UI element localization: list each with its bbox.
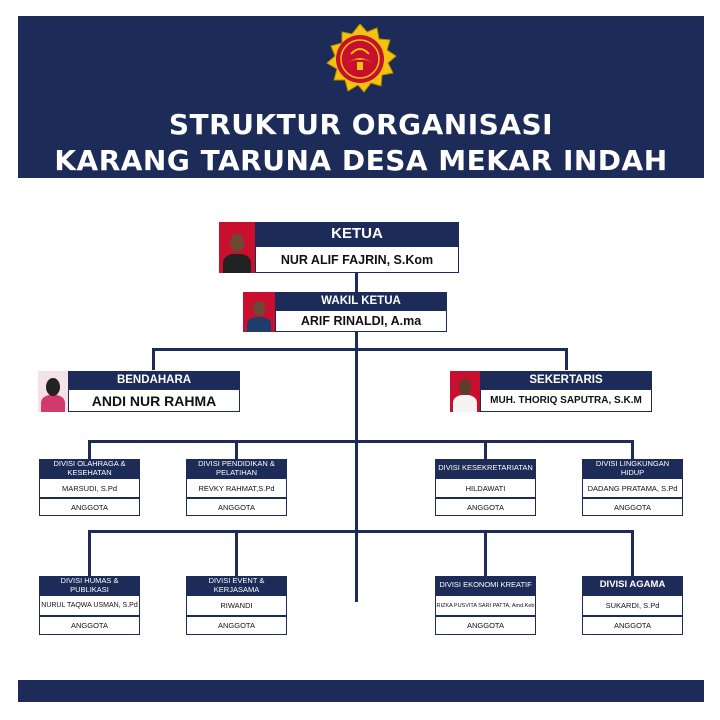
division-member: ANGGOTA	[186, 616, 287, 635]
connector-div6	[235, 530, 238, 576]
connector-h-level3	[88, 530, 634, 533]
division-title: DIVISI PENDIDIKAN & PELATIHAN	[186, 459, 287, 478]
sekertaris-name: MUH. THORIQ SAPUTRA, S.K.M	[480, 389, 652, 412]
wakil-ketua-photo	[243, 292, 275, 332]
ketua-name: NUR ALIF FAJRIN, S.Kom	[255, 246, 459, 273]
connector-div7	[484, 530, 487, 576]
connector-main-trunk	[355, 330, 358, 602]
connector-h-level1	[152, 348, 568, 351]
division-name: RIWANDI	[186, 595, 287, 616]
page-title-line1: STRUKTUR ORGANISASI	[168, 108, 554, 141]
division-title: DIVISI AGAMA	[582, 576, 683, 595]
wakil-ketua-role: WAKIL KETUA	[275, 292, 447, 310]
division-member: ANGGOTA	[39, 498, 140, 516]
division-title: DIVISI OLAHRAGA & KESEHATAN	[39, 459, 140, 478]
connector-div8	[631, 530, 634, 576]
division-member: ANGGOTA	[435, 616, 536, 635]
bendahara-photo	[38, 371, 68, 412]
connector-h-level2	[88, 440, 634, 443]
division-name: HILDAWATI	[435, 478, 536, 498]
division-member: ANGGOTA	[582, 498, 683, 516]
wakil-ketua-name: ARIF RINALDI, A.ma	[275, 310, 447, 332]
footer-band	[18, 680, 704, 702]
connector-div1	[88, 440, 91, 459]
division-member: ANGGOTA	[435, 498, 536, 516]
division-member: ANGGOTA	[582, 616, 683, 635]
connector-bendahara	[152, 348, 155, 370]
connector-ketua-wakil	[355, 272, 358, 292]
connector-div2	[235, 440, 238, 459]
division-name: SUKARDI, S.Pd	[582, 595, 683, 616]
connector-sekertaris	[565, 348, 568, 370]
connector-div3	[484, 440, 487, 459]
division-name: NURUL TAQWA USMAN, S.Pd	[39, 595, 140, 616]
division-title: DIVISI HUMAS & PUBLIKASI	[39, 576, 140, 595]
sekertaris-role: SEKERTARIS	[480, 371, 652, 389]
bendahara-name: ANDI NUR RAHMA	[68, 389, 240, 412]
karang-taruna-logo-icon	[326, 23, 397, 93]
division-name: RIZKA PUSVITA SARI PATTA, Amd.Keb	[435, 595, 536, 616]
division-name: DADANG PRATAMA, S.Pd	[582, 478, 683, 498]
division-title: DIVISI EVENT & KERJASAMA	[186, 576, 287, 595]
division-title: DIVISI EKONOMI KREATIF	[435, 576, 536, 595]
ketua-photo	[219, 222, 255, 273]
page-title-line2: KARANG TARUNA DESA MEKAR INDAH	[54, 144, 668, 177]
header-banner: STRUKTUR ORGANISASI KARANG TARUNA DESA M…	[18, 16, 704, 178]
division-title: DIVISI LINGKUNGAN HIDUP	[582, 459, 683, 478]
connector-div5	[88, 530, 91, 576]
org-chart-frame: STRUKTUR ORGANISASI KARANG TARUNA DESA M…	[18, 16, 704, 702]
sekertaris-photo	[450, 371, 480, 412]
connector-div4	[631, 440, 634, 459]
division-title: DIVISI KESEKRETARIATAN	[435, 459, 536, 478]
ketua-role: KETUA	[255, 222, 459, 246]
division-member: ANGGOTA	[186, 498, 287, 516]
division-name: MARSUDI, S.Pd	[39, 478, 140, 498]
division-name: REVKY RAHMAT,S.Pd	[186, 478, 287, 498]
division-member: ANGGOTA	[39, 616, 140, 635]
bendahara-role: BENDAHARA	[68, 371, 240, 389]
